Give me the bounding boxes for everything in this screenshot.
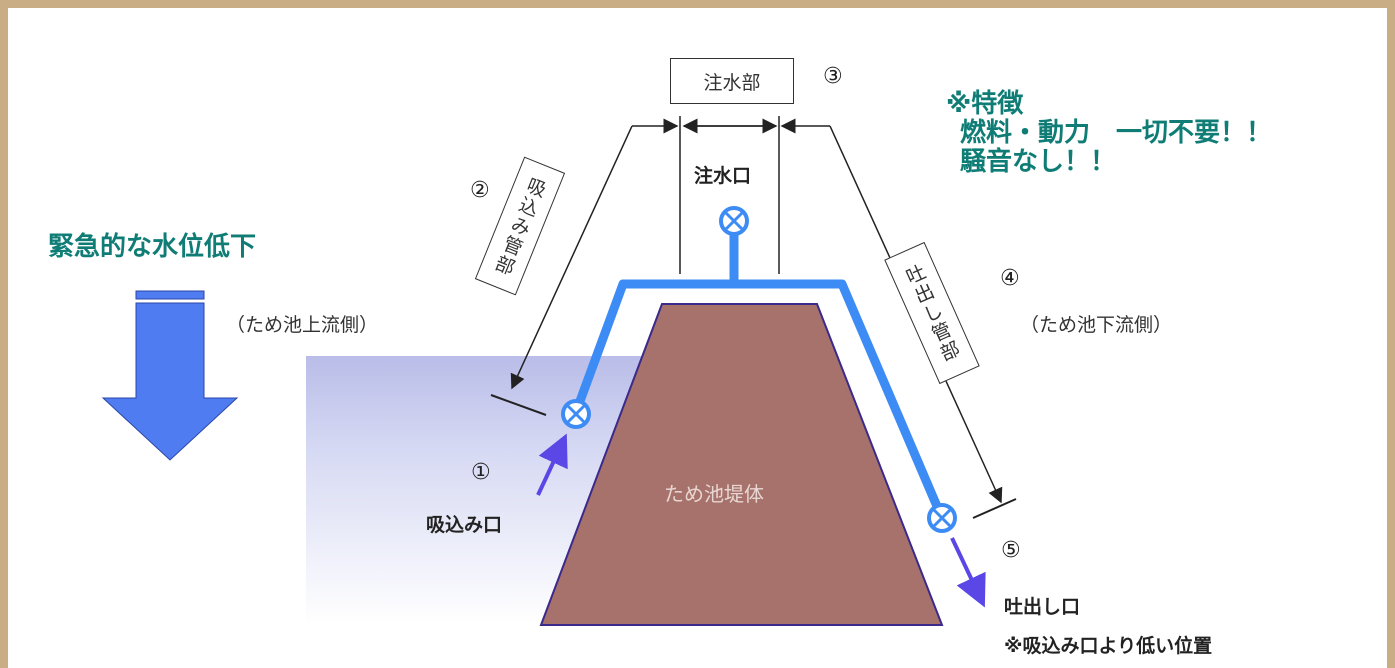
discharge-port-note: ※吸込み口より低い位置 <box>1004 635 1213 657</box>
suction-port-number: ① <box>471 460 491 485</box>
suction-port-label: 吸込み口 <box>426 514 503 536</box>
features-heading: ※特徴 <box>946 89 1024 119</box>
suction-pipe-number: ② <box>470 178 490 203</box>
discharge-port-number: ⑤ <box>1001 538 1021 563</box>
injection-port-label: 注水口 <box>694 165 752 187</box>
injection-part-number: ③ <box>823 64 843 89</box>
features-line-2: 騒音なし！！ <box>960 147 1117 177</box>
discharge-pipe-number: ④ <box>1000 266 1020 291</box>
downstream-label: （ため池下流側） <box>1020 314 1173 336</box>
diagram-canvas: ※特徴 燃料・動力 一切不要！！ 騒音なし！！ 緊急的な水位低下 注水部 ③ 注… <box>8 8 1387 668</box>
discharge-port-label: 吐出し口 <box>1004 596 1081 618</box>
water-level-drop-arrow-icon <box>101 290 239 461</box>
siphon-diagram-graphic <box>101 116 1017 626</box>
dam-body-label: ため池堤体 <box>664 482 764 506</box>
emergency-title: 緊急的な水位低下 <box>48 232 257 262</box>
dam-body-shape <box>539 303 944 626</box>
features-line-1: 燃料・動力 一切不要！！ <box>960 118 1273 148</box>
injection-part-box: 注水部 <box>670 58 794 104</box>
discharge-valve-icon <box>927 503 957 533</box>
upstream-label: （ため池上流側） <box>226 314 379 336</box>
suction-valve-icon <box>561 399 591 429</box>
injection-valve-icon <box>719 206 749 236</box>
